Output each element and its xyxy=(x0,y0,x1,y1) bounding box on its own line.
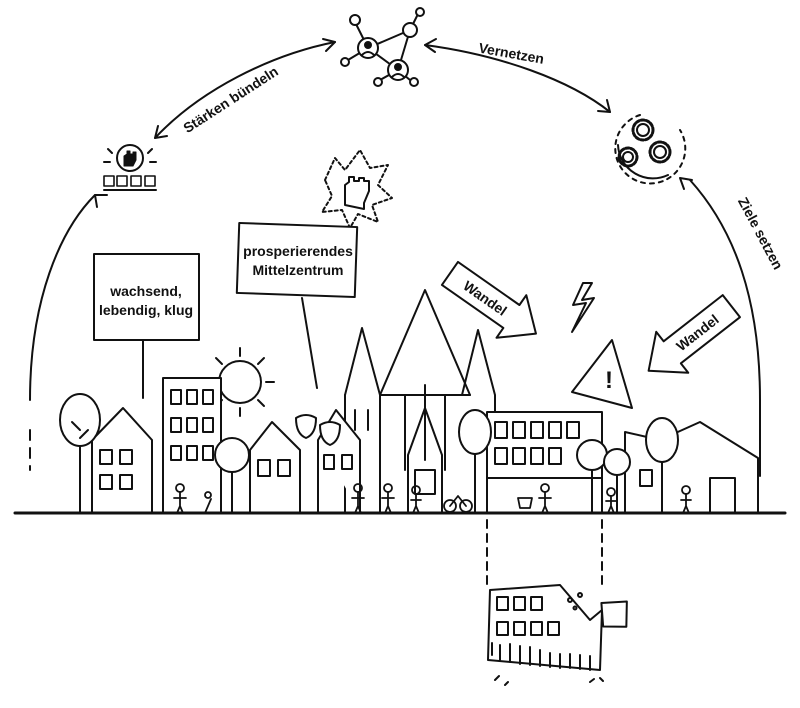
dome-arc xyxy=(29,179,761,481)
sign-left-line2: lebendig, klug xyxy=(99,302,193,318)
sign-center: prosperierendes Mittelzentrum xyxy=(235,221,359,389)
network-people-icon xyxy=(340,7,425,87)
sign-left-line1: wachsend, xyxy=(109,283,182,299)
sign-center-line2: Mittelzentrum xyxy=(253,262,344,278)
raised-fist-icon xyxy=(321,149,393,229)
gears-cycle-icon xyxy=(614,114,687,185)
label-staerken-buendeln: Stärken bündeln xyxy=(180,63,281,136)
trees xyxy=(59,393,679,514)
sun-icon xyxy=(205,347,275,417)
sign-left: wachsend, lebendig, klug xyxy=(93,253,200,399)
warning-symbol: ! xyxy=(605,367,613,394)
people xyxy=(173,483,692,514)
wandel-arrow-1: Wandel xyxy=(440,260,537,339)
label-ziele-setzen: Ziele setzen xyxy=(735,195,786,273)
cathedral xyxy=(344,289,496,514)
sign-center-line1: prosperierendes xyxy=(243,243,353,259)
wandel-arrow-2: Wandel xyxy=(647,294,741,374)
warning-triangle-icon: ! xyxy=(571,339,633,409)
lightning-icon xyxy=(571,282,595,333)
cycle-arrows xyxy=(94,38,693,208)
raised-fists-group-icon xyxy=(103,144,157,191)
collapsed-building xyxy=(486,519,628,686)
